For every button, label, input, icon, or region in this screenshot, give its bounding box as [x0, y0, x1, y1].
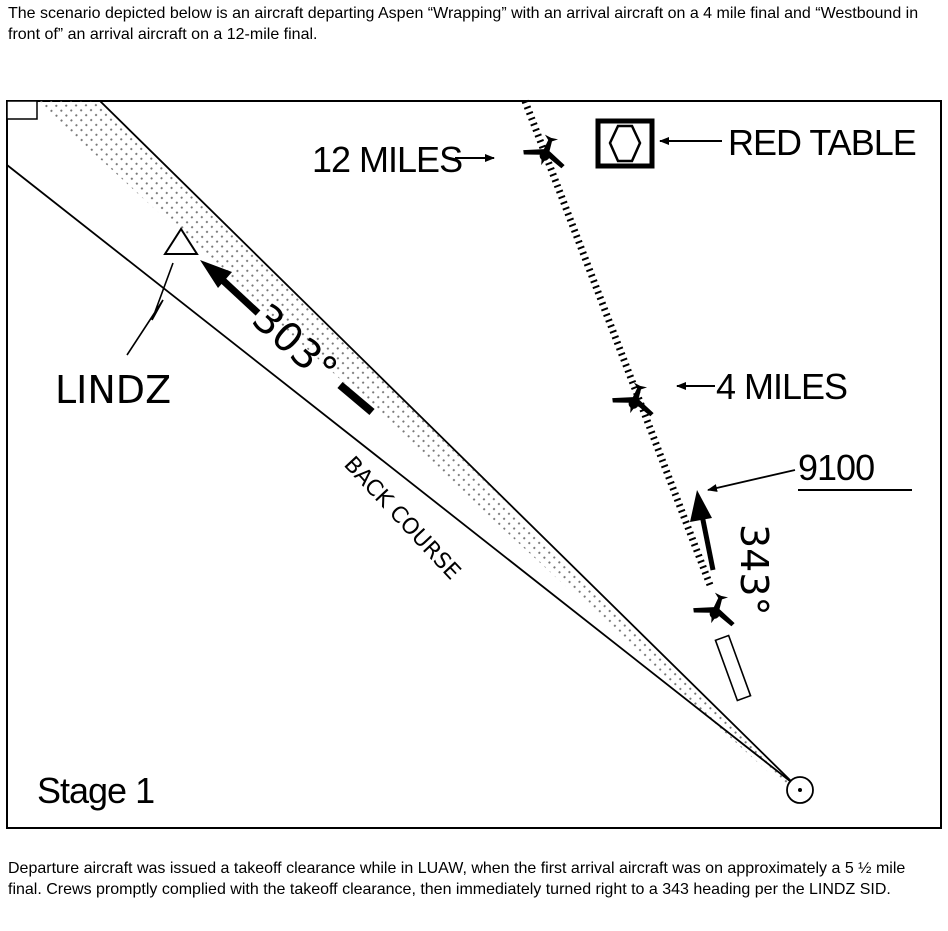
course-line-upper	[99, 100, 796, 786]
back-course-line	[6, 164, 796, 786]
intro-paragraph: The scenario depicted below is an aircra…	[8, 5, 919, 43]
label-9100: 9100	[798, 447, 874, 488]
label-stage: Stage 1	[37, 770, 154, 811]
diagram-frame	[6, 100, 942, 829]
heading-343-arrow	[699, 514, 716, 571]
outro-paragraph: Departure aircraft was issued a takeoff …	[8, 860, 906, 898]
corner-box	[6, 100, 38, 120]
label-lindz: LINDZ	[55, 368, 171, 412]
label-red-table: RED TABLE	[728, 122, 916, 163]
runway	[714, 634, 752, 702]
label-4-miles: 4 MILES	[716, 366, 847, 407]
lindz-leader-line	[126, 262, 174, 356]
red-table-fix-icon	[595, 118, 655, 169]
label-343: 343°	[732, 524, 776, 616]
approach-path	[521, 99, 714, 587]
label-12-miles: 12 MILES	[312, 139, 462, 180]
lindz-fix-triangle-icon	[163, 227, 199, 255]
